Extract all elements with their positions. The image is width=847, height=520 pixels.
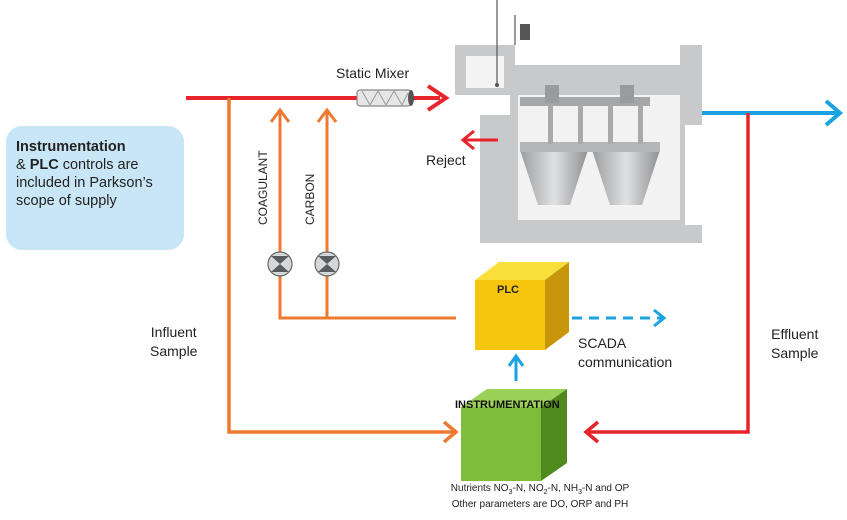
valve-icon — [267, 251, 293, 277]
info-box: Instrumentation & PLC controls are inclu… — [6, 126, 184, 250]
static-mixer-icon — [356, 89, 414, 107]
fn-d: -N and OP — [581, 483, 630, 494]
footnote-line1: Nutrients NO3-N, NO2-N, NH3-N and OP — [440, 483, 640, 499]
effluent-sample-line — [588, 113, 750, 434]
fn-sub1: 3 — [508, 489, 513, 496]
info-text: controls are included in Parkson’s scope… — [16, 157, 153, 209]
fn-b: -N, NO — [512, 483, 544, 494]
influent-sample-line — [227, 98, 454, 434]
instrumentation-cube-icon — [461, 389, 567, 481]
carbon-line — [325, 112, 456, 320]
reject-arrowhead — [460, 129, 475, 151]
influent-arrowhead — [426, 84, 450, 112]
effluent-sample-label: Effluent Sample — [771, 325, 818, 363]
influent-label-line1: Influent — [150, 324, 197, 340]
fn-sub2: 2 — [543, 489, 548, 496]
scada-label-line2: communication — [578, 354, 673, 370]
footnote-line2: Other parameters are DO, ORP and PH — [451, 499, 629, 510]
scada-label-line1: SCADA — [578, 335, 627, 351]
instrumentation-to-plc-arrowhead — [507, 353, 525, 367]
scada-arrowhead — [653, 308, 667, 328]
effluent-arrowhead — [824, 99, 844, 127]
influent-label-line2: Sample — [150, 343, 198, 359]
coagulant-arrowhead — [269, 107, 291, 123]
fn-a: Nutrients NO — [450, 483, 509, 494]
info-bold-instrumentation: Instrumentation — [16, 139, 126, 155]
coagulant-label: COAGULANT — [256, 150, 270, 225]
fn-sub3: 3 — [578, 489, 582, 496]
effluent-sample-arrowhead — [583, 420, 600, 444]
effluent-label-line1: Effluent — [771, 326, 819, 342]
parameters-footnote: Nutrients NO3-N, NO2-N, NH3-N and OP Oth… — [440, 483, 640, 511]
carbon-arrowhead — [316, 107, 338, 123]
plc-label: PLC — [497, 284, 519, 296]
plc-cube-icon — [475, 262, 569, 350]
reject-label: Reject — [426, 152, 466, 168]
clarifier-tank-icon — [455, 0, 702, 243]
info-bold-plc: PLC — [29, 157, 59, 173]
valve-icon — [314, 251, 340, 277]
scada-label: SCADA communication — [578, 334, 672, 372]
influent-sample-arrowhead — [442, 420, 459, 444]
info-amp: & — [16, 157, 30, 173]
influent-sample-label: Influent Sample — [150, 323, 197, 361]
instrumentation-label: INSTRUMENTATION — [455, 399, 560, 411]
static-mixer-label: Static Mixer — [336, 65, 410, 81]
carbon-label: CARBON — [303, 173, 317, 225]
fn-c: -N, NH — [547, 483, 579, 494]
effluent-label-line2: Sample — [771, 345, 819, 361]
